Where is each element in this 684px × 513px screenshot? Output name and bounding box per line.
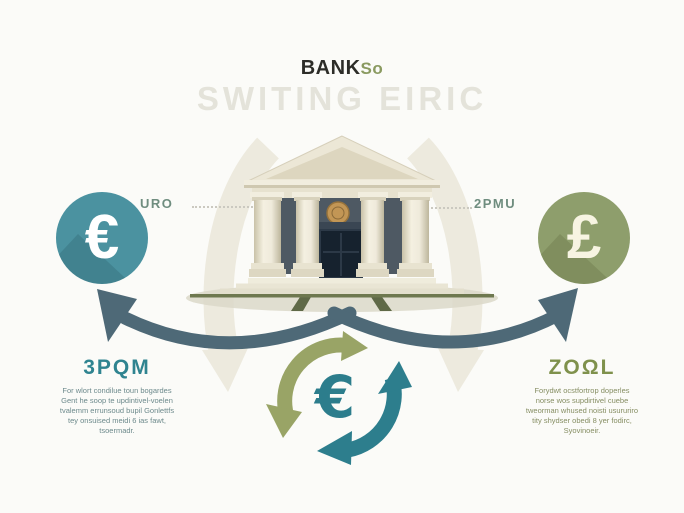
callout-right-line: tity shydser obedi 8 yer fodirc, — [532, 416, 632, 425]
steps — [190, 278, 494, 298]
columns — [249, 192, 434, 277]
brand-bold-text: BANK — [300, 57, 361, 79]
callout-right-line: Syovinoeir. — [563, 426, 601, 435]
callout-left-line: tsoermadr. — [99, 426, 135, 435]
swoosh-arrow-left — [97, 289, 357, 350]
walkway-right — [371, 297, 392, 311]
ground-ellipse — [186, 284, 498, 312]
label-uro: URO — [140, 196, 174, 211]
callout-left-line: Gent he soop te updintivel-voelen — [61, 396, 173, 405]
callout-right: ZOΩL Forydwt ocstfortrop doperles norse … — [498, 356, 666, 436]
brand-accent-text: So — [360, 59, 384, 78]
euro-symbol: € — [84, 203, 120, 272]
callout-right-heading: ZOΩL — [548, 356, 616, 379]
subtitle-text: SWITING EIRIC — [196, 80, 488, 117]
exchange-euro-symbol: € — [313, 363, 355, 431]
callout-left: 3PQM For wlort condilue toun bogardes Ge… — [33, 356, 201, 436]
bank-building-icon — [190, 135, 494, 298]
walkway-left — [291, 297, 311, 311]
pound-symbol: £ — [566, 203, 602, 272]
label-2pmu: 2PMU — [474, 196, 517, 211]
callout-left-line: tey onsuised meidi 6 ias fawt, — [68, 416, 166, 425]
dotted-line-left — [192, 206, 332, 208]
swoosh-arrow-right — [327, 288, 578, 349]
euro-coin-icon: € — [56, 192, 148, 284]
callout-left-line: tvalemm errunsoud bupil Gonlettfs — [59, 406, 175, 415]
dotted-line-right — [360, 207, 472, 209]
exchange-arrows-icon: € — [266, 331, 412, 465]
callout-right-line: Forydwt ocstfortrop doperles — [534, 386, 630, 395]
callout-left-line: For wlort condilue toun bogardes — [62, 386, 172, 395]
callout-left-heading: 3PQM — [83, 356, 151, 379]
pound-coin-icon: £ — [538, 192, 630, 284]
callout-right-line: norse wos supdirtivel cuebe — [535, 396, 629, 405]
watermark-arrow-right — [406, 137, 484, 392]
watermark-arrow-left — [202, 137, 280, 392]
brand-title: BANKSo — [0, 57, 684, 80]
callout-right-line: tweorman whused noisti usururiro — [525, 406, 639, 415]
